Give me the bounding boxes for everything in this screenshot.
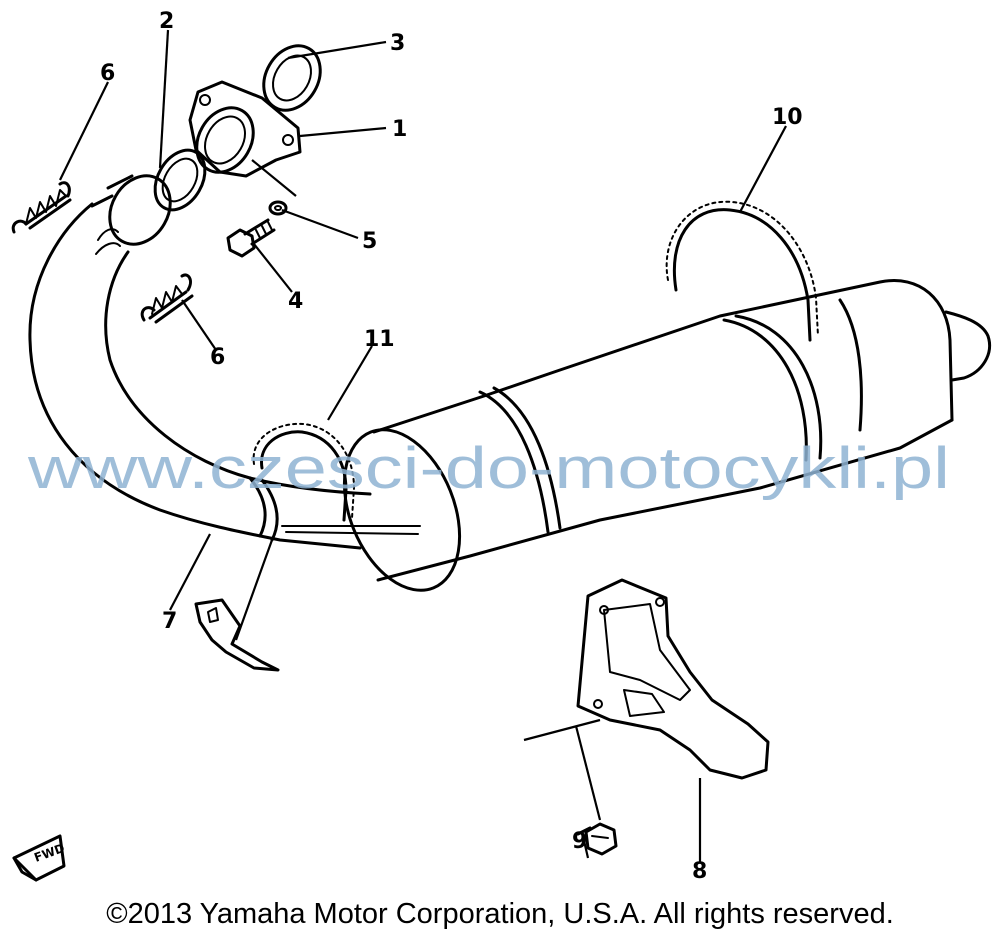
callout-7: 7 bbox=[162, 609, 177, 634]
callout-8: 8 bbox=[692, 859, 707, 884]
copyright-notice: ©2013 Yamaha Motor Corporation, U.S.A. A… bbox=[106, 898, 894, 930]
part-8-bracket bbox=[576, 578, 770, 780]
part-2-ring bbox=[153, 148, 207, 212]
callout-5: 5 bbox=[362, 229, 377, 254]
callout-11: 11 bbox=[364, 327, 395, 352]
callout-1: 1 bbox=[392, 117, 407, 142]
part-6-spring-upper bbox=[11, 181, 72, 234]
watermark: www.czesci-do-motocykli.pl bbox=[27, 436, 950, 501]
callout-10: 10 bbox=[772, 105, 803, 130]
part-5-washer bbox=[268, 200, 288, 216]
muffler-body bbox=[342, 279, 991, 592]
part-11-hose bbox=[252, 422, 355, 522]
part-6-spring-lower bbox=[140, 273, 194, 324]
part-4-bolt bbox=[226, 218, 276, 258]
fwd-label: FWD bbox=[32, 841, 66, 865]
leader-lines bbox=[59, 29, 787, 862]
part-9-bolt bbox=[576, 822, 618, 856]
callout-3: 3 bbox=[390, 31, 405, 56]
callout-6-lower: 6 bbox=[210, 345, 225, 370]
part-1-flange bbox=[188, 80, 302, 178]
callout-2: 2 bbox=[159, 9, 174, 34]
callout-9: 9 bbox=[572, 829, 587, 854]
callout-6-upper: 6 bbox=[100, 61, 115, 86]
fwd-arrow-icon: FWD bbox=[12, 834, 67, 882]
part-3-gasket bbox=[262, 44, 322, 112]
part-10-hose bbox=[665, 200, 819, 342]
callout-4: 4 bbox=[288, 289, 303, 314]
